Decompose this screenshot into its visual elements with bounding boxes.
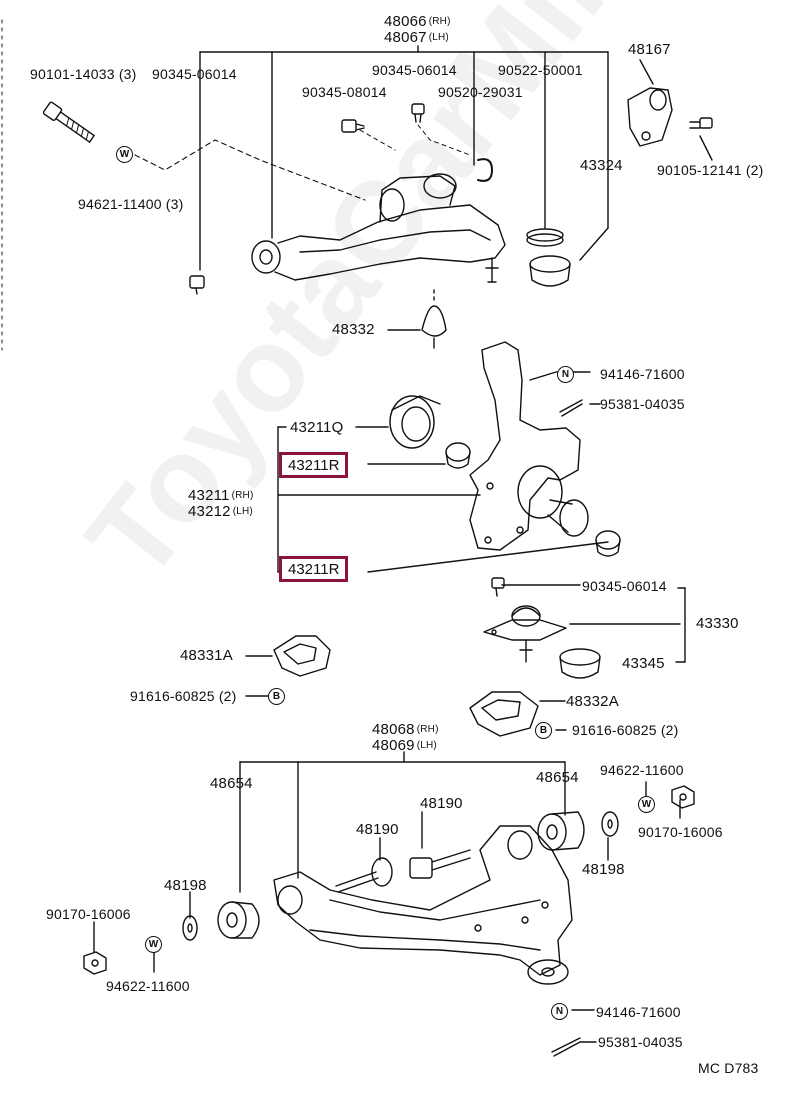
- diagram-code: MC D783: [698, 1060, 759, 1076]
- seal-43211Q: [389, 395, 441, 449]
- label-43211R-bottom-highlight: 43211R: [279, 556, 349, 582]
- bumper-48332A: [469, 691, 539, 737]
- label-43345: 43345: [622, 655, 665, 672]
- label-90520-29031: 90520-29031: [438, 84, 523, 100]
- bolt-symbol-91616-right: B: [535, 722, 552, 739]
- knuckle-leaders: [245, 371, 686, 731]
- bolt-48190-left: [335, 857, 393, 893]
- label-90522-50001: 90522-50001: [498, 62, 583, 78]
- label-48067: 48067(LH): [384, 29, 449, 46]
- label-48068: 48068(RH): [372, 721, 439, 738]
- lower-arm-leaders: [93, 751, 681, 1043]
- label-43212: 43212(LH): [188, 503, 253, 520]
- bushing-43211R-top: [445, 442, 471, 469]
- label-48190-right: 48190: [420, 795, 463, 812]
- label-43324: 43324: [580, 157, 623, 174]
- label-94622-11600-left: 94622-11600: [106, 978, 190, 994]
- label-48654-left: 48654: [210, 775, 253, 792]
- snap-ring-90520: [477, 158, 493, 182]
- label-48198-right: 48198: [582, 861, 625, 878]
- washer-symbol-94622-right: W: [638, 796, 655, 813]
- cotter-pin-95381-bottom: [551, 1037, 581, 1057]
- label-90345-06014-d: 90345-06014: [582, 578, 667, 594]
- bolt-90345-06014-lower: [491, 577, 505, 597]
- label-91616-60825-b: 91616-60825 (2): [572, 722, 679, 738]
- ball-joint-43330: [483, 605, 567, 663]
- label-48332A: 48332A: [566, 693, 619, 710]
- steering-knuckle: [469, 341, 589, 551]
- label-48066: 48066(RH): [384, 13, 451, 30]
- label-43211Q: 43211Q: [290, 419, 344, 436]
- label-90345-06014-a: 90345-06014: [152, 66, 237, 82]
- bumper-48332: [387, 289, 447, 349]
- lower-control-arm: [273, 825, 573, 985]
- label-48654-right: 48654: [536, 769, 579, 786]
- label-95381-04035-top: 95381-04035: [600, 396, 685, 412]
- bushing-43211R-bottom: [595, 530, 621, 557]
- label-94622-11600-right: 94622-11600: [600, 762, 684, 778]
- label-48198-left: 48198: [164, 877, 207, 894]
- upper-arm-leaders: [199, 45, 713, 271]
- label-94621-11400: 94621-11400 (3): [78, 196, 184, 212]
- nut-90170-left: [83, 951, 107, 975]
- nut-symbol-94146-top: N: [557, 366, 574, 383]
- label-95381-04035-bottom: 95381-04035: [598, 1034, 683, 1050]
- label-48167: 48167: [628, 41, 671, 58]
- label-90345-06014-b: 90345-06014: [372, 62, 457, 78]
- bolt-90345-left: [189, 275, 205, 295]
- label-94146-71600-bottom: 94146-71600: [596, 1004, 681, 1020]
- nut-90170-right: [671, 785, 695, 809]
- label-91616-60825-a: 91616-60825 (2): [130, 688, 237, 704]
- bolt-48190-right: [409, 849, 471, 879]
- bushing-48654-right: [537, 811, 585, 851]
- bolt-90101: [42, 101, 95, 143]
- label-90345-08014: 90345-08014: [302, 84, 387, 100]
- label-43330: 43330: [696, 615, 739, 632]
- label-48332: 48332: [332, 321, 375, 338]
- bracket-48167: [627, 87, 713, 147]
- bolt-90345-08014: [341, 119, 365, 133]
- bolt-90520: [411, 103, 425, 123]
- washer-48198-left: [182, 915, 198, 941]
- dust-cover-43345: [559, 648, 601, 679]
- washer-symbol-94621: W: [116, 146, 133, 163]
- label-43211R-top-highlight: 43211R: [279, 452, 349, 478]
- label-90170-16006-left: 90170-16006: [46, 906, 131, 922]
- label-90170-16006-right: 90170-16006: [638, 824, 723, 840]
- bolt-symbol-91616-left: B: [268, 688, 285, 705]
- dust-cover-43324: [526, 228, 571, 287]
- cotter-pin-95381-top: [559, 399, 583, 417]
- nut-symbol-94146-bottom: N: [551, 1003, 568, 1020]
- label-90101-14033: 90101-14033 (3): [30, 66, 137, 82]
- label-94146-71600-top: 94146-71600: [600, 366, 685, 382]
- label-90105-12141: 90105-12141 (2): [657, 162, 764, 178]
- label-43211: 43211(RH): [188, 487, 254, 504]
- upper-control-arm: [251, 173, 506, 283]
- label-48190-left: 48190: [356, 821, 399, 838]
- bushing-48654-left: [217, 901, 260, 939]
- bumper-48331A: [273, 635, 331, 677]
- label-48331A: 48331A: [180, 647, 233, 664]
- label-48069: 48069(LH): [372, 737, 437, 754]
- washer-48198-right: [601, 811, 619, 837]
- washer-symbol-94622-left: W: [145, 936, 162, 953]
